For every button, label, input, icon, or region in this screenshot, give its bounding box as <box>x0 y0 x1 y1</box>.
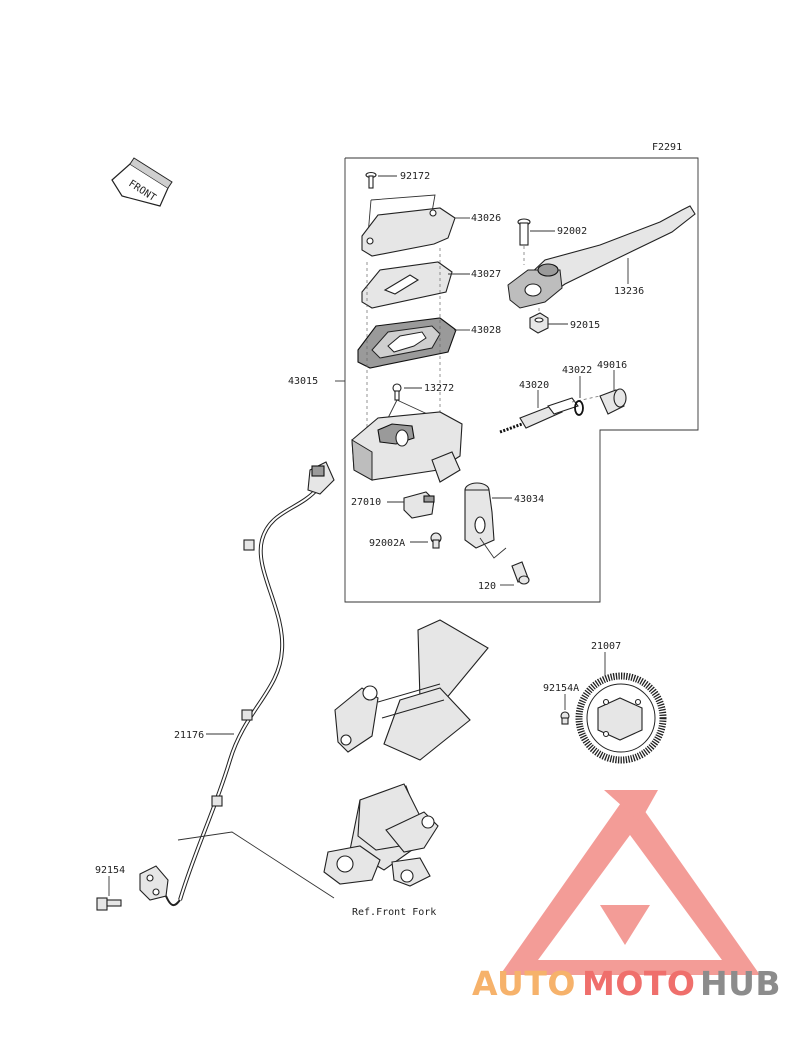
abs-sensor-wire-21176-icon <box>178 461 335 901</box>
brake-lever-13236-icon <box>507 205 696 309</box>
part-label-92172: 92172 <box>400 171 430 182</box>
part-label-43026: 43026 <box>471 213 501 224</box>
screw-92172-icon <box>365 171 377 189</box>
assembly-boundary <box>344 157 699 603</box>
part-label-43027: 43027 <box>471 269 501 280</box>
screw-13272-icon <box>392 383 402 401</box>
screw-92002a-icon <box>430 532 442 549</box>
front-fork-icon <box>323 619 489 887</box>
part-label-43015: 43015 <box>288 376 318 387</box>
nut-92015-icon <box>529 312 549 334</box>
boot-49016-icon <box>599 388 627 415</box>
part-label-92154a: 92154A <box>543 683 579 694</box>
watermark-brand-moto: MOTO <box>582 964 695 1003</box>
abs-sensor-head-icon <box>139 865 181 907</box>
leader-92172-fan <box>370 194 436 213</box>
part-label-27010: 27010 <box>351 497 381 508</box>
piston-43020-icon <box>499 395 601 434</box>
watermark-brand: AUTO MOTO HUB <box>472 964 781 1003</box>
master-cylinder-body-icon <box>351 411 463 483</box>
part-label-49016: 49016 <box>597 360 627 371</box>
clamp-43034-icon <box>464 482 495 549</box>
part-label-43020: 43020 <box>519 380 549 391</box>
screw-92002-icon <box>517 218 531 246</box>
figure-code: F2291 <box>652 142 682 153</box>
part-label-92015: 92015 <box>570 320 600 331</box>
leader-ref-fork <box>177 831 335 899</box>
part-label-13236: 13236 <box>614 286 644 297</box>
abs-rotor-21007-icon <box>575 672 667 764</box>
watermark-brand-hub: HUB <box>700 964 781 1003</box>
part-label-43028: 43028 <box>471 325 501 336</box>
part-label-92154: 92154 <box>95 865 125 876</box>
part-label-43034: 43034 <box>514 494 544 505</box>
circlip-43022-icon <box>574 400 584 416</box>
part-label-21176: 21176 <box>174 730 204 741</box>
bolt-120-icon <box>511 561 530 585</box>
ref-front-fork-label: Ref.Front Fork <box>352 907 436 918</box>
part-label-21007: 21007 <box>591 641 621 652</box>
part-label-92002: 92002 <box>557 226 587 237</box>
part-label-13272: 13272 <box>424 383 454 394</box>
front-arrow-icon: FRONT <box>111 157 173 207</box>
switch-27010-icon <box>403 491 435 519</box>
part-label-43022: 43022 <box>562 365 592 376</box>
watermark-logo-icon <box>500 790 760 975</box>
watermark-brand-auto: AUTO <box>472 964 576 1003</box>
reservoir-cap-43026-icon <box>361 207 456 257</box>
part-label-120: 120 <box>478 581 496 592</box>
screw-92154a-icon <box>560 711 570 725</box>
part-label-92002a: 92002A <box>369 538 405 549</box>
bolt-92154-icon <box>96 897 122 911</box>
